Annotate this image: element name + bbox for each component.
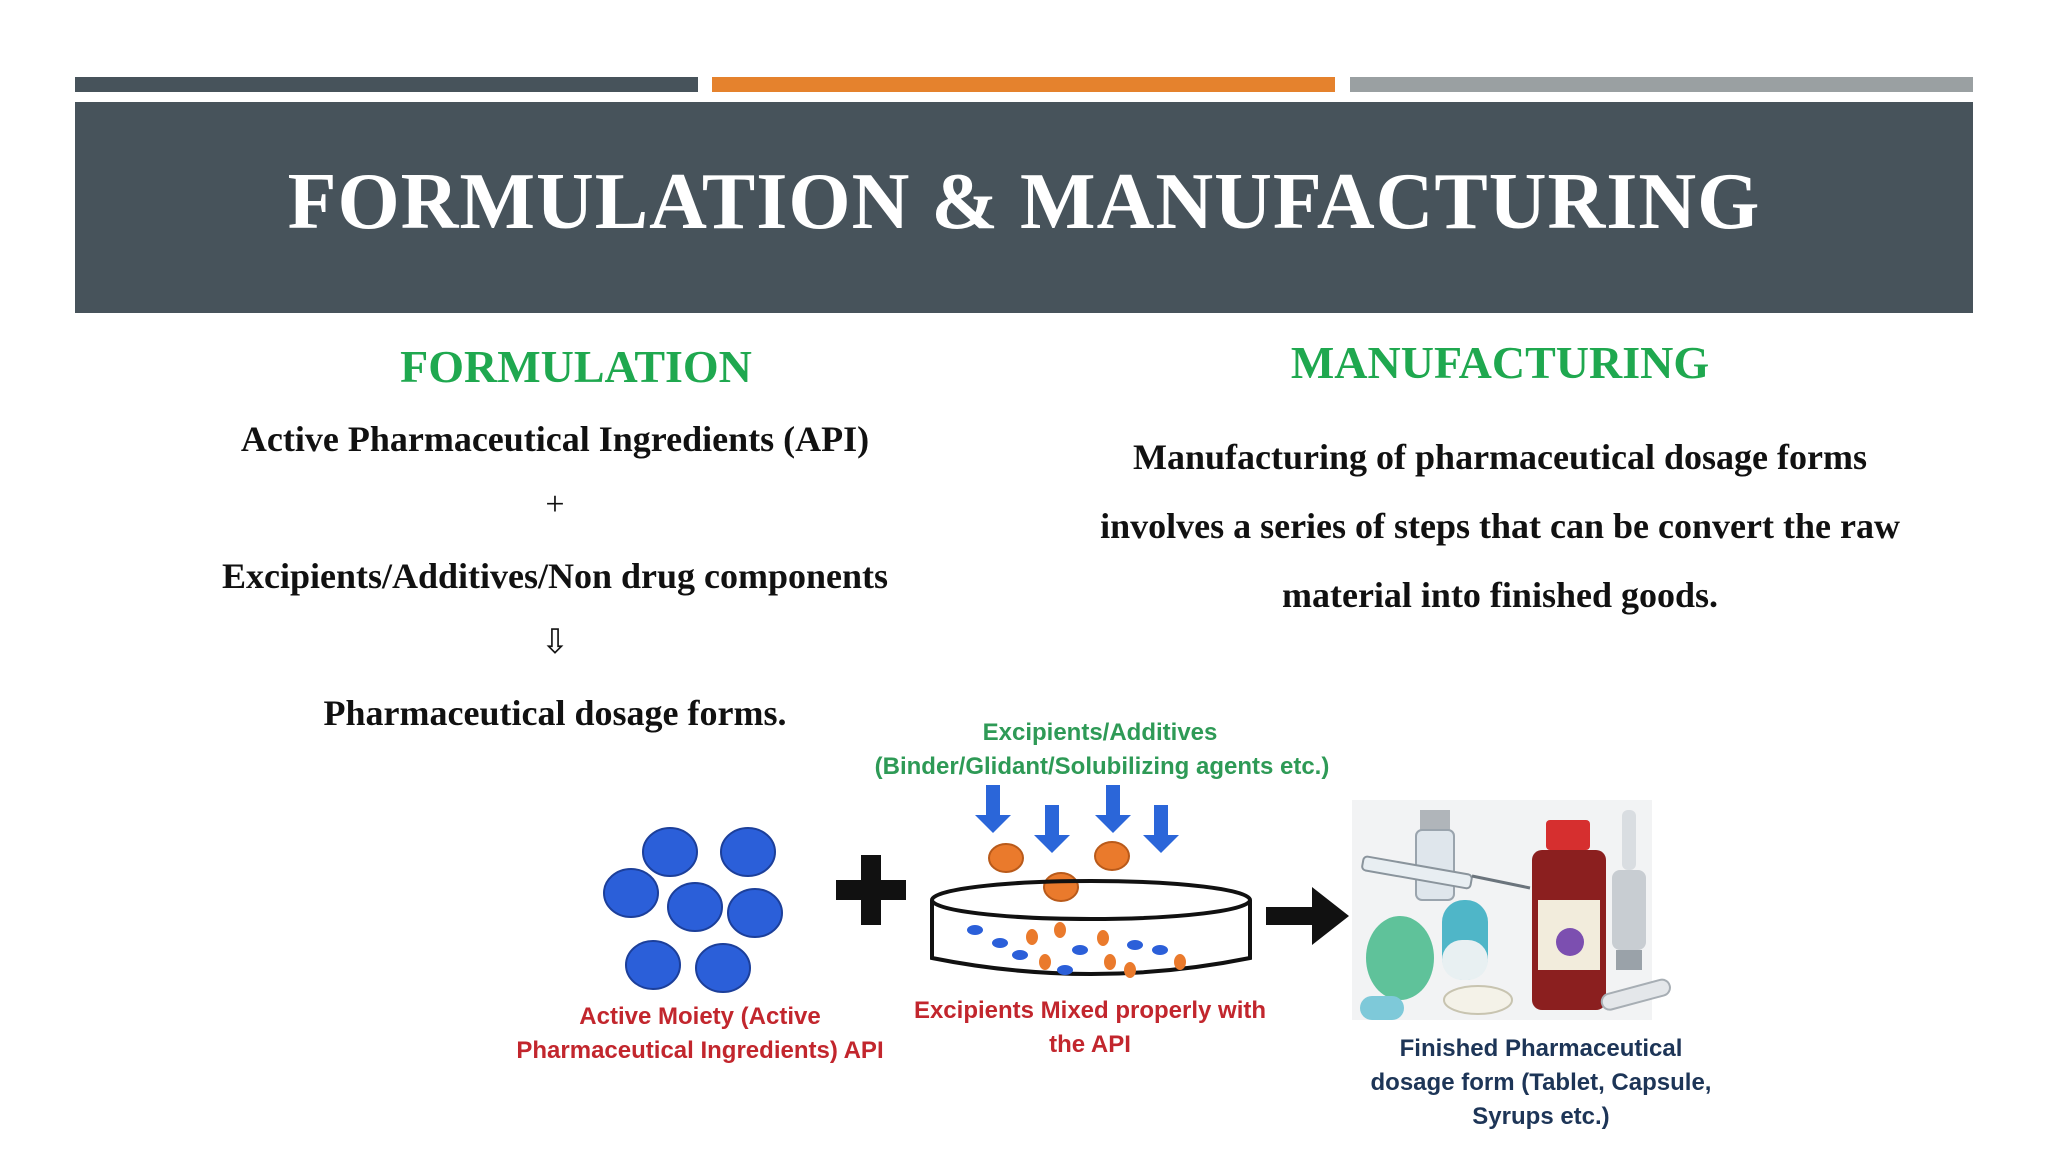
mixed-particles-icon	[967, 922, 1186, 978]
down-arrow-icon: ⇩	[540, 624, 570, 661]
excipients-subtitle: (Binder/Glidant/Solubilizing agents etc.…	[874, 753, 1330, 780]
manufacturing-heading: MANUFACTURING	[1290, 337, 1710, 388]
accent-bar-orange	[712, 77, 1335, 92]
manufacturing-line-1: Manufacturing of pharmaceutical dosage f…	[1133, 437, 1867, 477]
excipients-title: Excipients/Additives	[982, 719, 1218, 746]
diagram-graphics	[603, 785, 1671, 1020]
accent-bar-grey	[1350, 77, 1973, 92]
mixed-label-line-1: Excipients Mixed properly with	[913, 997, 1267, 1024]
api-label-line-1: Active Moiety (Active	[579, 1003, 821, 1030]
formulation-excipients-line: Excipients/Additives/Non drug components	[221, 556, 889, 596]
finished-label-line-3: Syrups etc.)	[1472, 1103, 1610, 1130]
formulation-api-line: Active Pharmaceutical Ingredients (API)	[240, 419, 870, 459]
plus-icon	[836, 855, 906, 925]
slide-title: FORMULATION & MANUFACTURING	[287, 158, 1761, 246]
accent-bar-dark	[75, 77, 698, 92]
process-diagram: Excipients/Additives (Binder/Glidant/Sol…	[420, 700, 1740, 1150]
manufacturing-description: Manufacturing of pharmaceutical dosage f…	[1050, 423, 1950, 630]
manufacturing-line-3: material into finished goods.	[1281, 575, 1719, 615]
formulation-plus: +	[545, 486, 565, 523]
finished-label-line-2: dosage form (Tablet, Capsule,	[1370, 1069, 1712, 1096]
finished-products-icon	[1352, 800, 1671, 1020]
title-band: FORMULATION & MANUFACTURING	[75, 102, 1973, 313]
api-particles-icon	[603, 827, 783, 993]
formulation-heading: FORMULATION	[400, 341, 752, 392]
right-arrow-icon	[1266, 887, 1349, 945]
api-label-line-2: Pharmaceutical Ingredients) API	[516, 1037, 884, 1064]
mixing-dish-icon	[930, 879, 1252, 976]
finished-label-line-1: Finished Pharmaceutical	[1399, 1035, 1683, 1062]
excipient-particles-icon	[988, 841, 1130, 902]
manufacturing-line-2: involves a series of steps that can be c…	[1100, 506, 1900, 546]
formulation-result-line: Pharmaceutical dosage forms.	[323, 693, 787, 733]
mixed-label-line-2: the API	[1049, 1031, 1131, 1058]
excipient-arrows-icon	[975, 785, 1179, 853]
